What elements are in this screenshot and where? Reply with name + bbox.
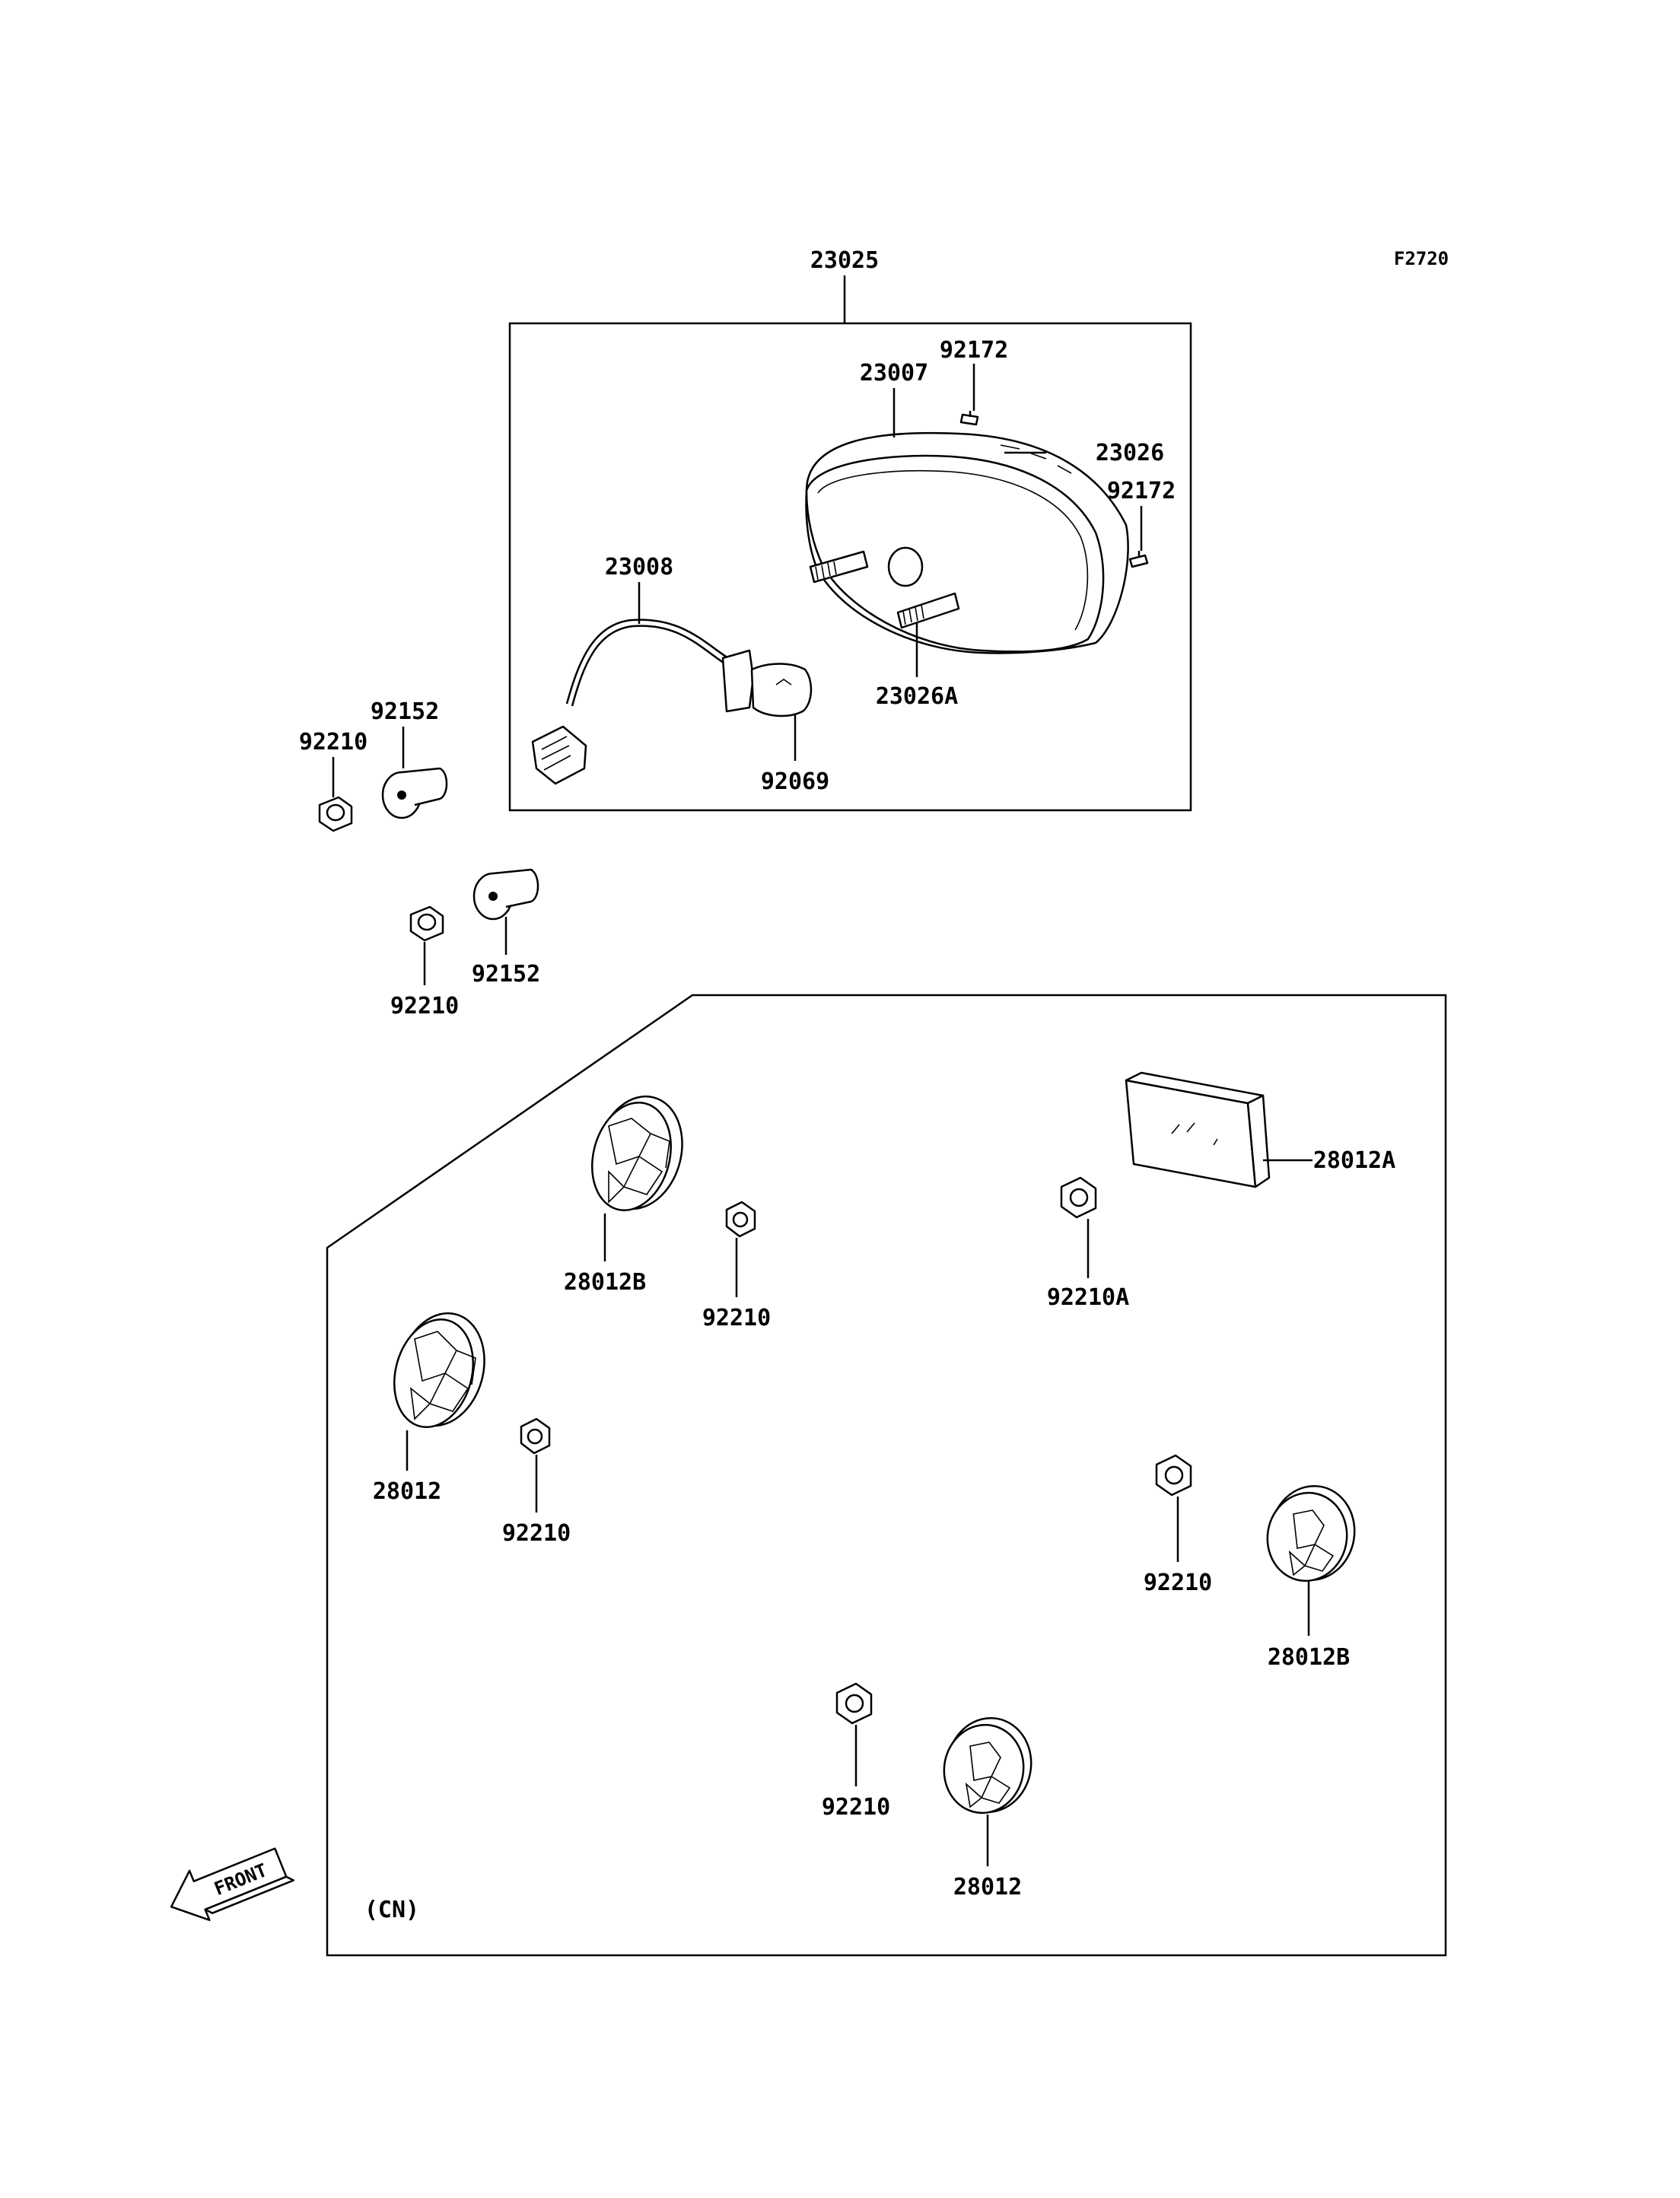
label-92172-top: 92172 (940, 337, 1008, 364)
reflector-28012-bottom (943, 1716, 1032, 1815)
region-label-cn: (CN) (364, 1897, 419, 1923)
label-23025: 23025 (810, 247, 879, 274)
label-28012-bottom: 28012 (953, 1874, 1022, 1901)
label-92210A: 92210A (1047, 1284, 1129, 1311)
nut-92210-lower (409, 905, 444, 942)
label-92069: 92069 (761, 768, 829, 795)
nut-92210-cn-1 (725, 1201, 756, 1238)
label-92152-upper: 92152 (371, 698, 439, 725)
label-92210-cn-4: 92210 (822, 1794, 890, 1821)
nut-92210-cn-4 (835, 1682, 873, 1725)
label-92152-lower: 92152 (472, 961, 540, 988)
reflector-28012B-top (590, 1095, 683, 1211)
tail-light-assembly-group: 23025 23007 92172 23026 (508, 247, 1192, 812)
front-arrow: FRONT (170, 1847, 295, 1921)
collar-92152-upper (381, 767, 448, 819)
label-23008: 23008 (605, 554, 673, 581)
cn-box (326, 994, 1447, 1957)
socket-harness (531, 619, 813, 785)
assembly-box (508, 322, 1192, 812)
nut-92210-cn-3 (1155, 1454, 1192, 1497)
cn-reflector-group: (CN) 28012B 92210 28012A 922 (326, 994, 1447, 1957)
label-92172-right: 92172 (1107, 478, 1176, 504)
collar-nut-lower: 92152 92210 (390, 868, 540, 1019)
label-92210-lower: 92210 (390, 993, 459, 1019)
reflector-28012-left (393, 1312, 485, 1428)
label-92210-cn-3: 92210 (1144, 1570, 1212, 1596)
label-23026: 23026 (1096, 440, 1164, 466)
nut-92210-cn-2 (520, 1417, 551, 1455)
label-28012B-right: 28012B (1268, 1644, 1350, 1671)
label-23026A: 23026A (876, 683, 958, 710)
nut-92210-upper (318, 796, 353, 832)
reflector-28012B-right (1266, 1484, 1356, 1582)
label-28012B-top: 28012B (564, 1269, 646, 1296)
label-92210-cn-1: 92210 (702, 1305, 771, 1331)
nut-92210A (1060, 1176, 1097, 1219)
tail-light-housing (805, 431, 1129, 654)
label-23007: 23007 (860, 360, 928, 386)
collar-nut-upper: 92152 92210 (299, 698, 448, 832)
label-92210-upper: 92210 (299, 729, 368, 755)
collar-92152-lower (473, 868, 539, 921)
label-92210-cn-2: 92210 (502, 1520, 571, 1547)
reflector-28012A (1125, 1071, 1271, 1188)
label-28012-left: 28012 (373, 1478, 441, 1505)
label-28012A: 28012A (1313, 1147, 1395, 1174)
screw-92172-right (1128, 551, 1149, 568)
screw-92172-top (959, 411, 979, 426)
diagram-id: F2720 (1394, 248, 1449, 269)
